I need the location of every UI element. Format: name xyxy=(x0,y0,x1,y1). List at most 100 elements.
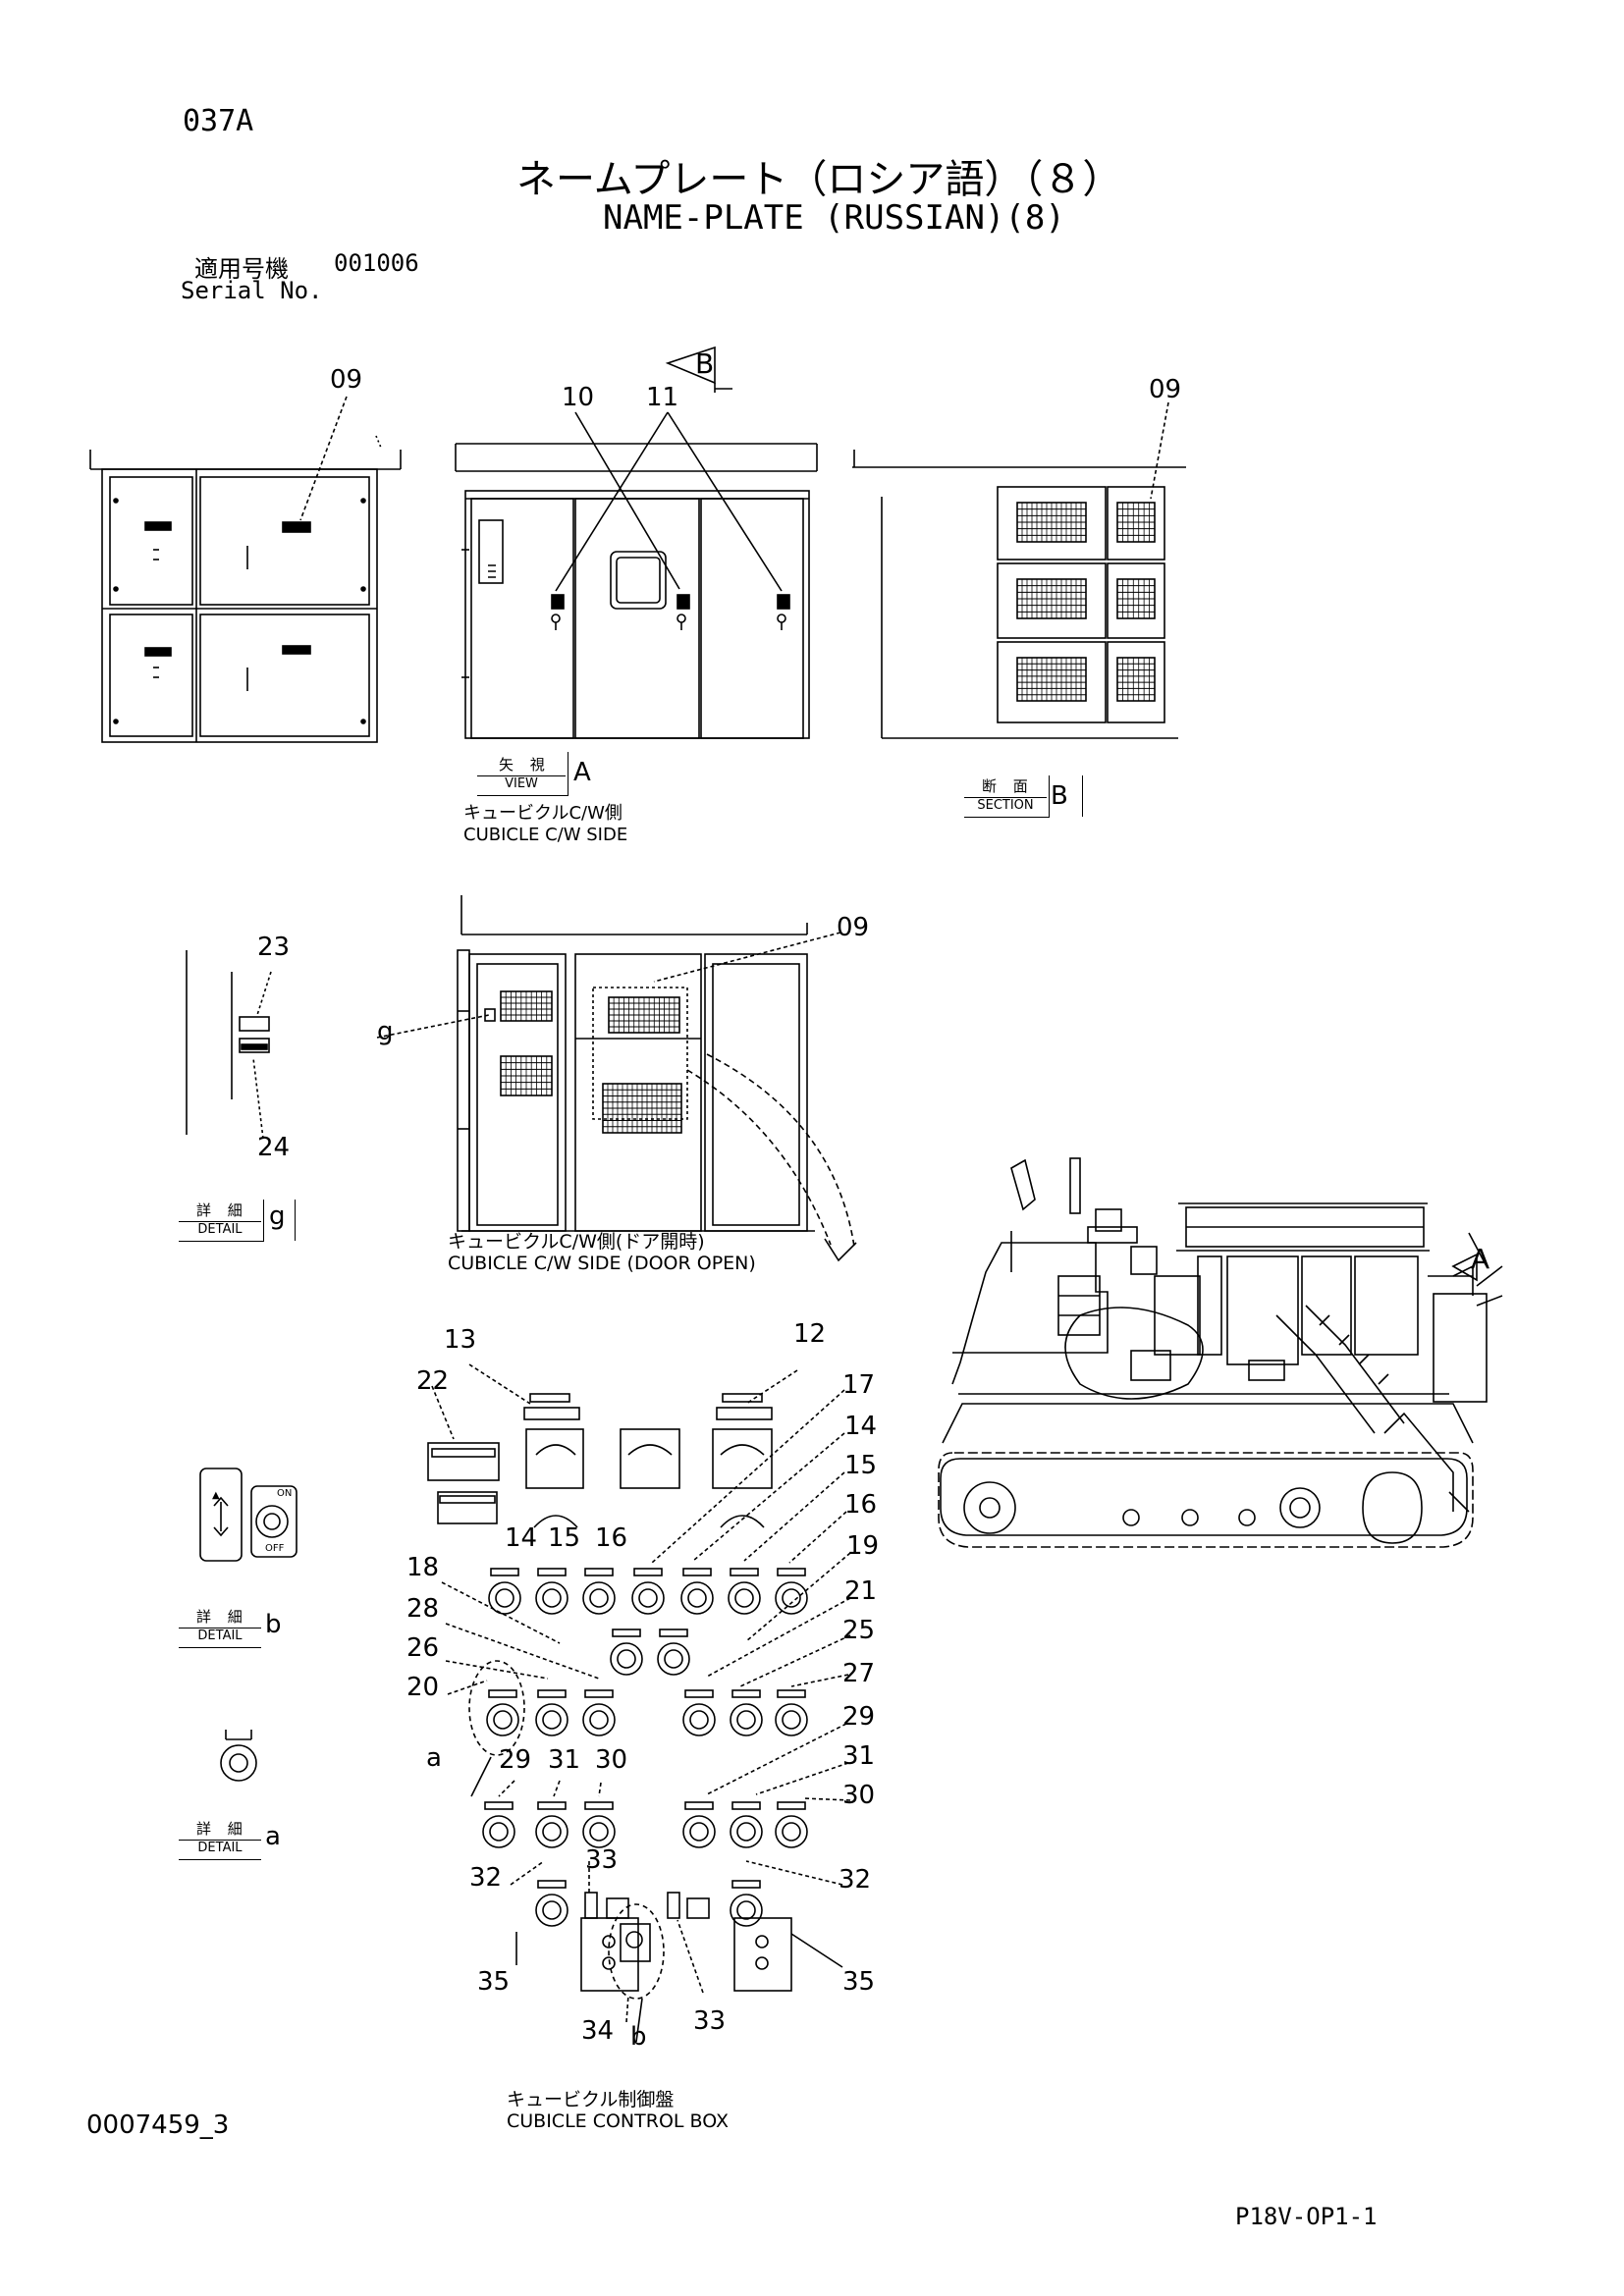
callout-10: 10 xyxy=(562,383,595,412)
excavator-drawing xyxy=(938,1157,1503,1548)
section-b-jp: 断 面 xyxy=(982,777,1034,795)
callout-30: 30 xyxy=(842,1781,876,1810)
callout-33: 33 xyxy=(693,2006,727,2036)
rotary-switch xyxy=(610,1629,643,1676)
callout-22: 22 xyxy=(416,1366,450,1396)
detail-a-jp: 詳 細 xyxy=(196,1820,248,1838)
cubicle-section-b xyxy=(852,401,1186,739)
view-a-caption-en: CUBICLE C/W SIDE xyxy=(463,825,628,845)
callout-12: 12 xyxy=(793,1319,827,1349)
callout-13: 13 xyxy=(444,1325,477,1355)
rotary-switch xyxy=(488,1568,521,1615)
callout-25: 25 xyxy=(842,1616,876,1645)
callout-28: 28 xyxy=(406,1594,440,1624)
nameplate-grid xyxy=(1016,657,1087,702)
callout-29: 29 xyxy=(842,1702,876,1732)
nameplate-grid xyxy=(500,1055,553,1096)
nameplate-grid xyxy=(608,996,680,1034)
callout-34: 34 xyxy=(581,2016,615,2046)
rotary-switch xyxy=(582,1568,616,1615)
nameplate-grid xyxy=(602,1083,682,1134)
callout-29: 29 xyxy=(499,1745,532,1775)
rotary-switch xyxy=(486,1689,519,1736)
callout-30: 30 xyxy=(595,1745,628,1775)
callout-31: 31 xyxy=(842,1741,876,1771)
callout-18: 18 xyxy=(406,1553,440,1582)
rotary-switch xyxy=(535,1568,568,1615)
rotary-switch xyxy=(730,1880,763,1927)
rotary-switch xyxy=(582,1689,616,1736)
callout-27: 27 xyxy=(842,1659,876,1688)
view-a-letter: A xyxy=(573,758,591,787)
callout-32: 32 xyxy=(469,1863,503,1893)
view-a-en: VIEW xyxy=(477,775,566,791)
rotary-switch xyxy=(657,1629,690,1676)
plate-09-left xyxy=(282,521,311,533)
callout-17: 17 xyxy=(842,1370,876,1400)
serial-label-jp: 適用号機 xyxy=(194,255,289,283)
callout-23: 23 xyxy=(257,933,291,962)
plate-11-b xyxy=(777,594,790,610)
detail-a-label: 詳 細 DETAIL a xyxy=(179,1818,285,1861)
callout-14: 14 xyxy=(844,1412,878,1441)
rotary-switch xyxy=(730,1801,763,1848)
section-marker-b: B xyxy=(695,347,715,380)
callout-35: 35 xyxy=(842,1967,876,1997)
plate-11-a xyxy=(677,594,690,610)
rotary-switch xyxy=(582,1801,616,1848)
title-japanese: ネームプレート（ロシア語）（８） xyxy=(516,157,1122,202)
detail-g-label: 詳 細 DETAIL g xyxy=(179,1200,296,1243)
page-code: 037A xyxy=(183,104,254,138)
control-box-caption-jp: キュービクル制御盤 xyxy=(507,2089,675,2110)
nameplate-grid xyxy=(500,990,553,1022)
view-a-label: 矢 視 VIEW A xyxy=(477,752,593,796)
detail-g-letter: g xyxy=(269,1201,286,1231)
plate-10 xyxy=(551,594,565,610)
detail-b-panel-label: ▲ xyxy=(212,1490,220,1501)
callout-09: 09 xyxy=(837,913,870,942)
nameplate-grid xyxy=(1116,502,1156,543)
rotary-switch xyxy=(631,1568,665,1615)
view-a-jp: 矢 視 xyxy=(499,756,551,774)
callout-09: 09 xyxy=(1149,375,1182,404)
detail-b-jp: 詳 細 xyxy=(196,1608,248,1626)
rotary-switch xyxy=(730,1689,763,1736)
detail-g-en: DETAIL xyxy=(179,1221,261,1237)
document-number: 0007459_3 xyxy=(86,2110,230,2140)
rotary-switch xyxy=(680,1568,714,1615)
door-open-caption-en: CUBICLE C/W SIDE (DOOR OPEN) xyxy=(448,1253,756,1274)
detail-a-en: DETAIL xyxy=(179,1840,261,1855)
callout-19: 19 xyxy=(846,1531,880,1561)
callout-15: 15 xyxy=(548,1523,581,1553)
callout-35: 35 xyxy=(477,1967,511,1997)
cubicle-view-a xyxy=(455,346,818,739)
callout-26: 26 xyxy=(406,1633,440,1663)
callout-09: 09 xyxy=(330,365,363,395)
detail-b-drawing xyxy=(199,1468,298,1562)
rotary-switch xyxy=(482,1801,515,1848)
nameplate-grid xyxy=(1116,578,1156,619)
callout-15: 15 xyxy=(844,1451,878,1480)
serial-label-en: Serial No. xyxy=(181,277,323,304)
nameplate-grid xyxy=(1016,578,1087,619)
callout-16: 16 xyxy=(595,1523,628,1553)
callout-14: 14 xyxy=(505,1523,538,1553)
callout-32: 32 xyxy=(839,1865,872,1895)
rotary-switch xyxy=(682,1801,716,1848)
callout-16: 16 xyxy=(844,1490,878,1520)
detail-a-letter: a xyxy=(265,1822,281,1851)
cubicle-left-view xyxy=(89,396,402,743)
rotary-switch xyxy=(535,1801,568,1848)
cubicle-door-open-view xyxy=(376,895,857,1262)
view-a-caption-jp: キュービクルC/W側 xyxy=(463,803,623,824)
callout-b: b xyxy=(630,2022,647,2052)
section-b-label: 断 面 SECTION B xyxy=(964,775,1083,818)
callout-31: 31 xyxy=(548,1745,581,1775)
detail-g-jp: 詳 細 xyxy=(196,1201,248,1219)
rotary-switch xyxy=(775,1801,808,1848)
detail-b-en: DETAIL xyxy=(179,1628,261,1643)
section-b-en: SECTION xyxy=(964,797,1047,813)
nameplate-grid xyxy=(1016,502,1087,543)
rotary-switch xyxy=(728,1568,761,1615)
